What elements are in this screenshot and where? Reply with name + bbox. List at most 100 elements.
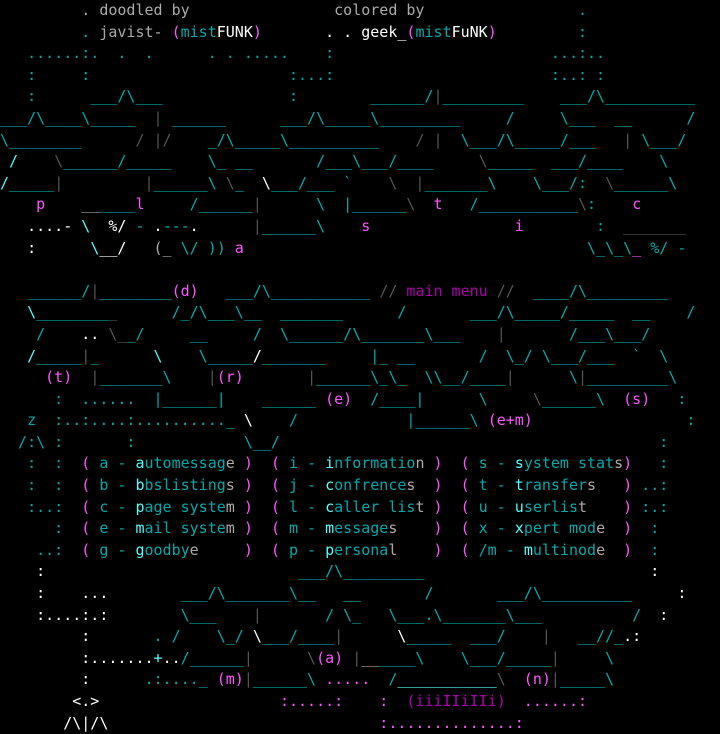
menu-item-key: /m - — [469, 540, 524, 559]
menu-item-label: s — [388, 519, 398, 538]
menu-bracket: ) — [234, 519, 253, 538]
menu-item-label: i — [325, 454, 335, 473]
art-segment: %/ — [108, 216, 127, 235]
art-segment: __/ — [99, 238, 127, 257]
art-segment: \ — [54, 152, 64, 171]
art-segment: .: — [623, 627, 642, 646]
menu-item-label: onfrence — [334, 476, 407, 495]
art-segment: ___/\_________ — [45, 562, 651, 581]
menu-item-bbslistings[interactable]: ( b - bbslistings ) — [81, 476, 253, 494]
menu-item-key: e - — [90, 519, 136, 538]
art-segment: . . geek_ — [261, 22, 407, 41]
art-line: \________ / |/ _/\_____\__________ / | \… — [0, 130, 720, 152]
menu-item-goodbye[interactable]: ( g - goodbye ) — [81, 541, 253, 559]
art-segment: /____| \ — [352, 389, 533, 408]
menu-bracket: ( — [81, 454, 91, 473]
menu-item-label: nformatio — [334, 454, 416, 473]
menu-item-messages[interactable]: ( m - messages ) — [271, 519, 443, 537]
art-segment: /\|/\ — [0, 713, 109, 732]
art-segment: <.> — [0, 692, 100, 710]
art-line: /:\ : : \__/ : — [0, 432, 720, 454]
menu-bracket: ) — [587, 497, 633, 516]
menu-item-label: utomessag — [144, 454, 226, 473]
art-segment: /_/\___\__ _______ / ___/\_____/_____ __… — [117, 303, 696, 322]
menu-item-xpert-mode[interactable]: ( x - xpert mode ) — [461, 519, 633, 537]
art-segment: | — [307, 368, 317, 387]
art-segment: : — [0, 562, 46, 581]
art-segment: / |/ — [135, 130, 172, 149]
menu-item-label: p — [325, 540, 335, 559]
menu-item-key: t - — [469, 476, 515, 495]
menu-item-label: serlis — [523, 497, 578, 516]
art-line: : ___/\_________ : — [0, 561, 720, 583]
art-segment: / — [0, 324, 82, 343]
art-segment: \________ — [0, 130, 136, 149]
art-segment: ......:. . . . . ..... : ...:.. — [0, 44, 606, 63]
menu-item-label: ultinod — [532, 540, 597, 559]
art-segment: _ — [108, 303, 118, 322]
menu-border: ..: — [632, 476, 669, 495]
menu-item-mail-system[interactable]: ( e - mail system ) — [81, 519, 253, 537]
art-segment: | — [153, 108, 163, 127]
art-segment: | — [252, 216, 262, 235]
menu-item-key: l - — [279, 497, 326, 516]
menu-gap — [253, 519, 271, 537]
menu-row: : : ( a - automessage ) ( i - informatio… — [0, 453, 720, 475]
menu-item-caller-list[interactable]: ( l - caller list ) — [271, 498, 443, 516]
menu-item-system-stats[interactable]: ( s - system stats) — [461, 454, 633, 472]
art-segment: | — [550, 648, 560, 667]
menu-bracket: ) — [234, 454, 253, 473]
menu-item-key: c - — [90, 497, 136, 516]
art-line: : ...... |______| ______ (e) /____| \ \_… — [0, 389, 720, 411]
art-segment: ( — [171, 22, 181, 41]
menu-bracket: ( — [270, 476, 280, 495]
art-segment: _ — [234, 173, 262, 192]
art-segment: /:\ : : \__/ : — [0, 432, 669, 451]
menu-item-information[interactable]: ( i - information ) — [271, 454, 443, 472]
art-segment: \ | — [388, 173, 425, 192]
art-segment: (n) — [505, 670, 551, 689]
art-line: ....- \ %/ - .---. |______\ s i : ______… — [0, 216, 720, 238]
menu-gap — [253, 498, 271, 516]
art-segment: /______ — [180, 648, 244, 667]
art-segment: \ — [90, 238, 100, 257]
art-segment: + — [153, 648, 163, 667]
art-segment: : ... — [0, 584, 109, 603]
menu-item-key: g - — [90, 540, 136, 559]
menu-item-label: ersona — [334, 540, 389, 559]
art-line: / \______/_____ \_ __ /___\___/____ \___… — [0, 151, 720, 173]
art-line: . javist- (mistFUNK) . . geek_(mistFuNK)… — [0, 22, 720, 44]
menu-bracket: ) — [424, 454, 443, 473]
art-segment: \_ — [108, 324, 127, 343]
art-segment: (a) — [316, 648, 344, 667]
menu-item-label: s — [614, 454, 624, 473]
art-segment: ____/\_________ — [514, 281, 669, 300]
art-segment: _________ ___/\__________ — [442, 87, 696, 106]
art-segment: \ — [397, 627, 407, 646]
art-segment: a — [225, 238, 244, 257]
art-line: z :..:....:.........._ \ / |______\ (e+m… — [0, 410, 720, 432]
art-segment: : — [532, 411, 696, 430]
art-segment: ________ — [36, 303, 109, 322]
menu-item-page-system[interactable]: ( c - page system ) — [81, 498, 253, 516]
menu-item-transfers[interactable]: ( t - transfers ) — [461, 476, 633, 494]
art-segment: ( — [406, 22, 416, 41]
art-segment: z :..:....:.........._ — [0, 411, 244, 430]
menu-item-automessage[interactable]: ( a - automessage ) — [81, 454, 253, 472]
menu-item-userlist[interactable]: ( u - userlist ) — [461, 498, 633, 516]
art-segment — [244, 368, 307, 386]
ansi-art-footer: : ___/\_________ : : ... ___/\_______\__… — [0, 561, 720, 734]
art-segment: / — [0, 173, 10, 192]
menu-item-label: s — [406, 476, 416, 495]
menu-border: :.: — [632, 497, 669, 516]
menu-item-confrences[interactable]: ( j - confrences ) — [271, 476, 443, 494]
art-line: ___/\____\_____ | ______ ___/\_____\____… — [0, 108, 720, 130]
art-segment: :.....: : — [99, 692, 407, 710]
menu-gap — [253, 541, 271, 559]
art-line: : : :...: :..: : — [0, 65, 720, 87]
art-segment: ______\ — [541, 389, 624, 408]
menu-item-multinode[interactable]: ( /m - multinode ) — [461, 541, 633, 559]
art-line: . doodled by colored by . — [0, 0, 720, 22]
menu-item-personal[interactable]: ( p - personal ) — [271, 541, 443, 559]
menu-item-key: p - — [279, 540, 326, 559]
